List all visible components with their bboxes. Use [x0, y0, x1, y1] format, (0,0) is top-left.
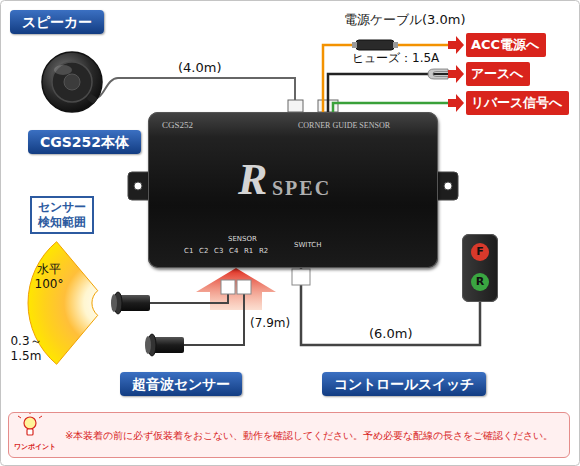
- range-box-text: センサー 検知範囲: [36, 200, 88, 230]
- switch-plug: [292, 269, 310, 285]
- destination-arrow: ACC電源へ: [448, 33, 546, 57]
- control-unit-text: R1: [244, 248, 253, 255]
- part-tag-text: 超音波センサー: [132, 375, 230, 393]
- speaker-cable: [94, 78, 295, 101]
- note-box: ワンポイント ※本装着の前に必ず仮装着をおこない、動作を確認してください。予め必要…: [8, 412, 570, 458]
- sensor-plug: [221, 280, 235, 294]
- part-tag: スピーカー: [10, 10, 104, 34]
- control-unit-text: CORNER GUIDE SENSOR: [298, 122, 390, 130]
- cable-label: (4.0m): [178, 60, 221, 75]
- cable-label: 0.3～ 1.5m: [6, 334, 46, 364]
- control-switch: FR: [462, 234, 498, 302]
- part-tag-text: コントロールスイッチ: [334, 375, 474, 393]
- hint-bulb: [18, 413, 42, 436]
- ultrasonic-sensor: [111, 292, 150, 314]
- part-tag-text: スピーカー: [22, 13, 92, 31]
- cable: [301, 268, 480, 345]
- destination-arrow-text: アースへ: [471, 65, 523, 83]
- cable: [323, 45, 448, 112]
- note-box-text: ワンポイント: [14, 444, 56, 451]
- control-unit-text: R2: [259, 248, 268, 255]
- destination-arrow-text: ACC電源へ: [471, 36, 539, 54]
- part-tag-text: CGS252本体: [40, 133, 129, 151]
- sensor-plug: [237, 280, 251, 294]
- control-unit-text: C4: [229, 248, 238, 255]
- cable: [328, 74, 448, 112]
- control-unit-text: C3: [214, 248, 223, 255]
- control-switch-text: R: [471, 273, 489, 291]
- range-box: センサー 検知範囲: [30, 196, 94, 234]
- control-unit-text: SENSOR: [228, 236, 257, 243]
- part-tag: CGS252本体: [28, 130, 141, 154]
- earth-terminal: [428, 69, 448, 79]
- control-unit-text: CGS252: [162, 121, 193, 130]
- cable-label: ヒューズ：1.5A: [352, 51, 439, 66]
- note-ground: [8, 412, 570, 458]
- cable-label: 電源ケーブル(3.0m): [344, 12, 465, 27]
- control-unit-text: C1: [184, 248, 193, 255]
- cable-label: 水平 100°: [28, 262, 70, 292]
- cable: [333, 103, 448, 112]
- cable-label: (7.9m): [250, 316, 290, 331]
- part-tag: コントロールスイッチ: [322, 372, 486, 396]
- control-unit-text: R: [238, 158, 267, 202]
- sensor-cable: [150, 294, 228, 303]
- note-box-text: ※本装着の前に必ず仮装着をおこない、動作を確認してください。予め必要な配線の長さ…: [65, 429, 563, 442]
- destination-arrow-text: リバース信号へ: [471, 94, 562, 112]
- control-unit-text: SWITCH: [294, 242, 321, 249]
- control-switch-text: F: [471, 243, 489, 261]
- sensor-cable: [184, 294, 244, 345]
- ultrasonic-sensor: [145, 334, 184, 356]
- speaker-connector: [288, 100, 303, 112]
- cable-length: (6.0m): [367, 326, 414, 341]
- speaker: [42, 52, 295, 112]
- control-unit-text: C2: [199, 248, 208, 255]
- destination-arrow: アースへ: [448, 62, 530, 86]
- destination-arrow: リバース信号へ: [448, 91, 569, 115]
- part-tag: 超音波センサー: [120, 372, 242, 396]
- fuse: [352, 40, 398, 50]
- control-unit-text: SPEC: [272, 178, 331, 198]
- control-unit: CGS252 CORNER GUIDE SENSOR RSPEC SENSOR C1 C2…: [148, 112, 438, 268]
